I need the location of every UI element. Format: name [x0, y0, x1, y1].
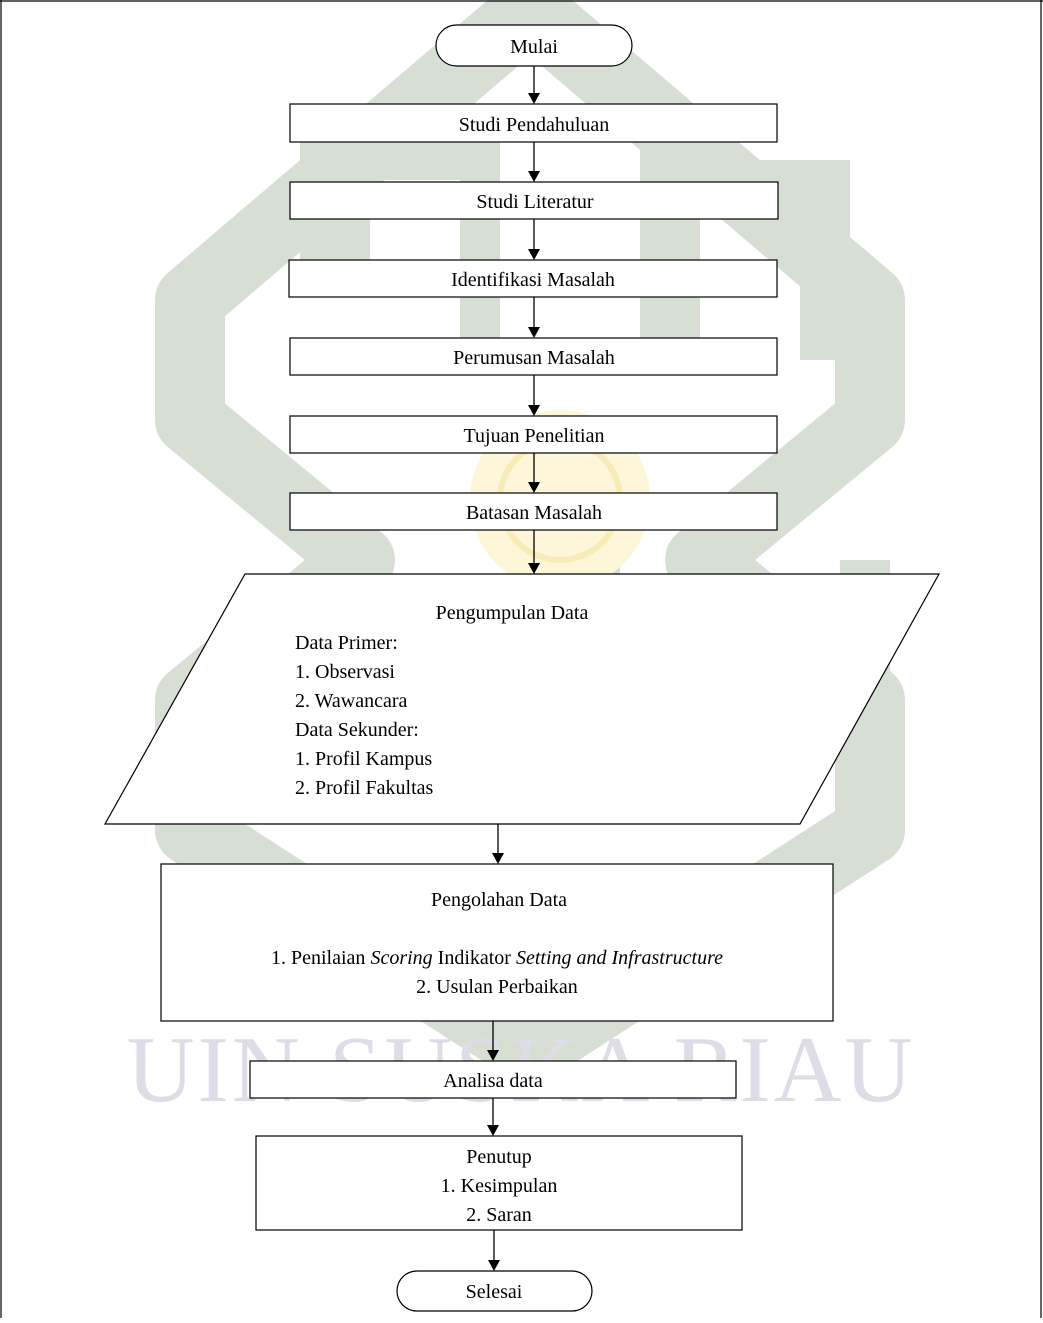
connector	[487, 1098, 499, 1136]
process-step: Batasan Masalah	[289, 492, 778, 531]
arrowhead	[492, 853, 504, 864]
watermark-block	[800, 160, 850, 360]
process-box	[288, 259, 778, 298]
end-terminal: Selesai	[396, 1270, 593, 1312]
arrowhead	[528, 249, 540, 260]
process-box	[289, 337, 778, 376]
closing-box	[255, 1135, 743, 1231]
processing-box	[160, 863, 834, 1022]
step-label: Perumusan Masalah	[453, 347, 615, 369]
connector	[528, 219, 540, 260]
end-label: Selesai	[466, 1281, 523, 1303]
arrowhead	[528, 93, 540, 104]
data-collection-line: 2. Wawancara	[295, 690, 408, 712]
process-box	[289, 492, 778, 531]
step-label: Batasan Masalah	[466, 502, 602, 524]
end-shape	[396, 1270, 593, 1312]
arrowhead	[528, 171, 540, 182]
connector	[488, 1230, 500, 1271]
watermark-block	[640, 120, 700, 340]
watermark-block	[460, 140, 500, 340]
arrowhead	[487, 1125, 499, 1136]
connector	[528, 142, 540, 182]
start-terminal: Mulai	[435, 24, 633, 67]
connector	[528, 530, 540, 574]
step-label: Studi Literatur	[476, 191, 594, 213]
data-collection-node: Pengumpulan Data Data Primer: 1. Observa…	[103, 573, 941, 825]
processing-item-1-setting: Setting and Infrastructure	[516, 947, 723, 969]
processing-title: Pengolahan Data	[431, 889, 567, 911]
closing-title: Penutup	[466, 1146, 532, 1168]
arrowhead	[487, 1050, 499, 1061]
data-collection-shape	[103, 573, 941, 825]
connector	[528, 297, 540, 338]
data-collection-title: Pengumpulan Data	[436, 602, 589, 624]
closing-item: 2. Saran	[466, 1204, 532, 1226]
processing-item-2: 2. Usulan Perbaikan	[416, 976, 578, 998]
process-step: Perumusan Masalah	[289, 337, 778, 376]
connector	[528, 375, 540, 416]
connector	[492, 824, 504, 864]
process-box	[289, 181, 779, 220]
watermark-diamond-shape	[155, 0, 905, 1085]
connector	[487, 1021, 499, 1061]
processing-item-1-prefix: 1. Penilaian	[271, 947, 370, 969]
process-step: Studi Pendahuluan	[289, 103, 778, 143]
arrowhead	[488, 1260, 500, 1271]
data-collection-line: 2. Profil Fakultas	[295, 777, 434, 799]
process-box	[289, 103, 778, 143]
arrowhead	[528, 482, 540, 493]
processing-item-1: 1. Penilaian Scoring Indikator Setting a…	[271, 947, 723, 969]
analysis-box	[249, 1060, 737, 1099]
analysis-label: Analisa data	[443, 1070, 543, 1092]
data-collection-line: Data Primer:	[295, 632, 398, 654]
closing-node: Penutup 1. Kesimpulan 2. Saran	[255, 1135, 743, 1231]
step-label: Tujuan Penelitian	[464, 425, 605, 447]
data-collection-line: Data Sekunder:	[295, 719, 419, 741]
process-box	[289, 415, 778, 454]
data-collection-line: 1. Profil Kampus	[295, 748, 432, 770]
arrowhead	[528, 327, 540, 338]
processing-item-1-scoring: Scoring	[370, 947, 432, 969]
process-step: Studi Literatur	[289, 181, 779, 220]
connector	[528, 66, 540, 104]
processing-item-1-mid: Indikator	[433, 947, 516, 969]
step-label: Identifikasi Masalah	[451, 269, 615, 291]
step-label: Studi Pendahuluan	[459, 114, 610, 136]
process-step: Tujuan Penelitian	[289, 415, 778, 454]
process-step: Identifikasi Masalah	[288, 259, 778, 298]
arrowhead	[528, 563, 540, 574]
arrowhead	[528, 405, 540, 416]
connector	[528, 453, 540, 493]
analysis-node: Analisa data	[249, 1060, 737, 1099]
closing-item: 1. Kesimpulan	[441, 1175, 558, 1197]
data-collection-line: 1. Observasi	[295, 661, 395, 683]
start-label: Mulai	[510, 36, 558, 58]
processing-node: Pengolahan Data 1. Penilaian Scoring Ind…	[160, 863, 834, 1022]
